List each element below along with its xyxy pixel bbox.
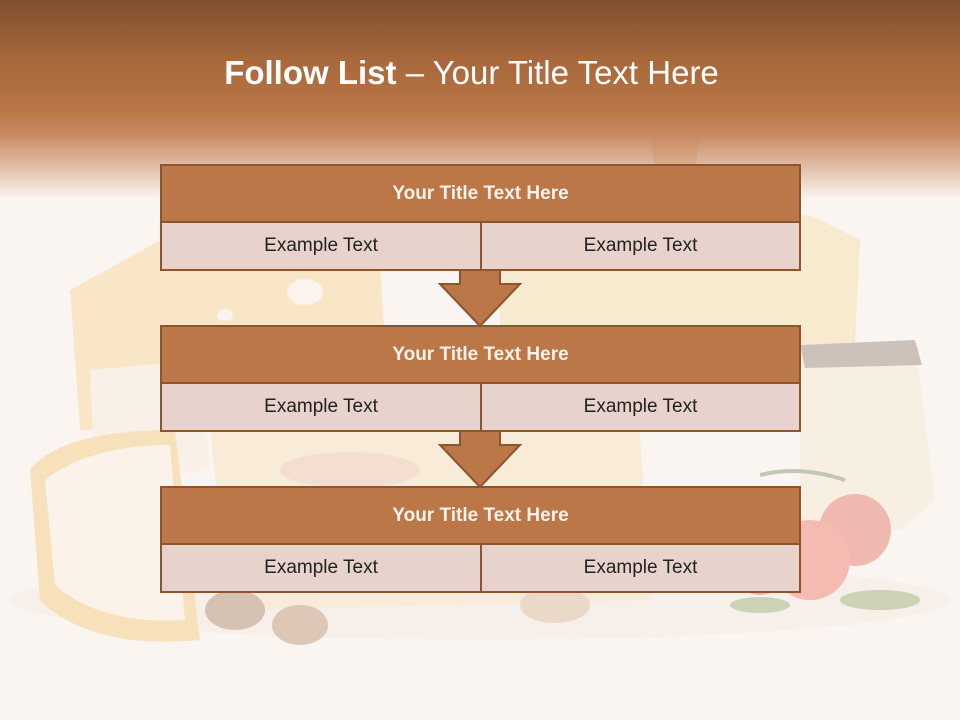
box-cell-right: Example Text — [480, 221, 801, 271]
down-arrow-icon — [438, 431, 522, 489]
box-cell-right: Example Text — [480, 543, 801, 593]
box-title: Your Title Text Here — [160, 164, 801, 223]
box-cell-right: Example Text — [480, 382, 801, 432]
list-box-1: Your Title Text Here Example Text Exampl… — [160, 164, 801, 271]
box-title: Your Title Text Here — [160, 325, 801, 384]
box-cell-left: Example Text — [160, 543, 482, 593]
down-arrow-icon — [438, 270, 522, 328]
box-title: Your Title Text Here — [160, 486, 801, 545]
slide-title: Follow List – Your Title Text Here — [0, 54, 943, 92]
slide-title-bold: Follow List — [224, 54, 397, 91]
list-box-3: Your Title Text Here Example Text Exampl… — [160, 486, 801, 593]
slide-title-rest: – Your Title Text Here — [396, 54, 719, 91]
list-box-2: Your Title Text Here Example Text Exampl… — [160, 325, 801, 432]
box-cell-left: Example Text — [160, 382, 482, 432]
box-cell-left: Example Text — [160, 221, 482, 271]
